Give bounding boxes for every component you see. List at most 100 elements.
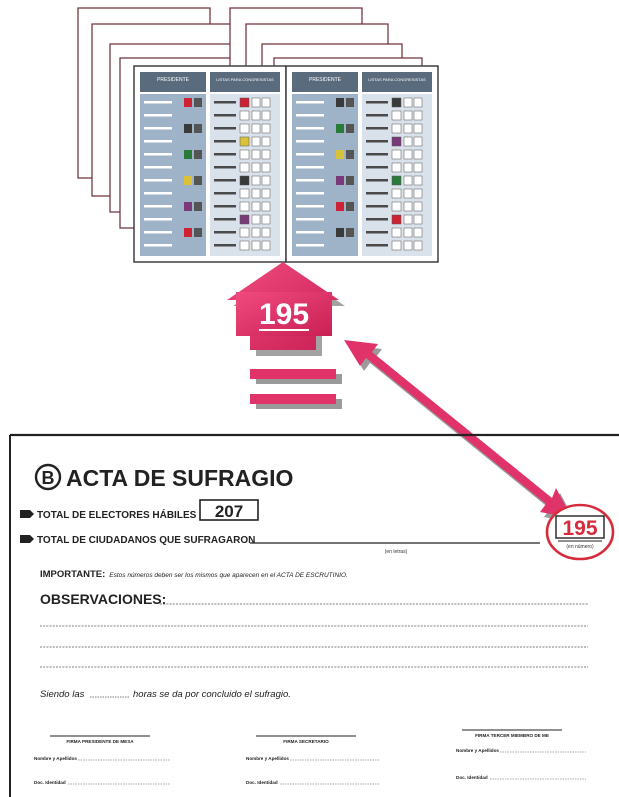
party-logo-icon	[184, 176, 192, 185]
preference-box	[251, 188, 261, 199]
ballot-row-label	[296, 218, 324, 221]
signature-doc-label-2: Doc. Identidad	[246, 780, 278, 785]
ballot-row-label	[366, 179, 388, 182]
list-logo-icon	[239, 97, 250, 108]
party-logo-icon	[336, 176, 344, 185]
ballot-row-label	[366, 231, 388, 234]
preference-box	[413, 123, 423, 134]
ballot-row-label	[366, 205, 388, 208]
preference-box	[413, 97, 423, 108]
candidate-photo-icon	[194, 228, 202, 237]
list-logo-icon	[391, 136, 402, 147]
party-logo-icon	[184, 98, 192, 107]
candidate-photo-icon	[194, 150, 202, 159]
ballot-row-label	[214, 153, 236, 156]
party-logo-icon	[184, 124, 192, 133]
candidate-photo-icon	[346, 202, 354, 211]
list-logo-icon	[239, 188, 250, 199]
importante-text: Estos números deben ser los mismos que a…	[109, 572, 348, 579]
ballot-header-left-2: PRESIDENTE	[309, 77, 342, 83]
ballot-row-label	[144, 244, 172, 247]
preference-box	[261, 136, 271, 147]
preference-box	[413, 110, 423, 121]
preference-box	[403, 188, 413, 199]
preference-box	[261, 214, 271, 225]
candidate-photo-icon	[194, 176, 202, 185]
ballot-row-label	[144, 114, 172, 117]
section-badge	[34, 463, 62, 491]
preference-box	[251, 227, 261, 238]
electores-value: 207	[215, 502, 243, 521]
arrow-bullet-icon-2	[20, 535, 34, 543]
electores-box	[199, 499, 259, 521]
preference-box	[251, 175, 261, 186]
party-logo-icon	[336, 228, 344, 237]
ballot-row-label	[214, 205, 236, 208]
signature-title-2: FIRMA SECRETARIO	[283, 739, 329, 744]
signature-name-label-2: Nombre y Apellidos	[246, 756, 289, 761]
preference-box	[251, 201, 261, 212]
preference-box	[261, 162, 271, 173]
preference-box	[413, 136, 423, 147]
ballot-row-label	[296, 244, 324, 247]
ballot-header-right-2: LISTAS PARA CONGRESISTAS	[368, 77, 426, 82]
list-logo-icon	[391, 123, 402, 134]
acta-title: ACTA DE SUFRAGIO	[66, 465, 293, 491]
party-logo-icon	[336, 124, 344, 133]
signature-name-label-1: Nombre y Apellidos	[34, 756, 77, 761]
ballot-row-label	[366, 244, 388, 247]
preference-box	[261, 201, 271, 212]
party-logo-icon	[336, 98, 344, 107]
candidate-photo-icon	[194, 124, 202, 133]
equals-icon	[250, 369, 342, 409]
list-logo-icon	[239, 227, 250, 238]
preference-box	[403, 214, 413, 225]
candidate-photo-icon	[346, 98, 354, 107]
ballot-row-label	[296, 166, 324, 169]
ballot-row-label	[366, 101, 388, 104]
preference-box	[261, 97, 271, 108]
list-logo-icon	[391, 149, 402, 160]
party-logo-icon	[184, 228, 192, 237]
en-numeros-caption: (en número)	[566, 544, 594, 550]
ballot-row-label	[144, 231, 172, 234]
preference-box	[413, 240, 423, 251]
ballot-row-label	[144, 140, 172, 143]
candidate-photo-icon	[346, 228, 354, 237]
preference-box	[251, 136, 261, 147]
ciudadanos-value: 195	[562, 517, 597, 540]
signature-name-label-3: Nombre y Apellidos	[456, 748, 499, 753]
candidate-photo-icon	[346, 176, 354, 185]
electores-label: TOTAL DE ELECTORES HÁBILES	[37, 508, 197, 521]
list-logo-icon	[239, 110, 250, 121]
preference-box	[251, 240, 261, 251]
preference-box	[403, 136, 413, 147]
list-logo-icon	[239, 162, 250, 173]
preference-box	[413, 201, 423, 212]
ballot-row-label	[296, 179, 324, 182]
list-logo-icon	[391, 97, 402, 108]
preference-box	[251, 123, 261, 134]
list-logo-icon	[239, 175, 250, 186]
preference-box	[251, 110, 261, 121]
count-arrow: 195	[227, 262, 345, 356]
ballot-stack-icon: PRESIDENTE LISTAS PARA CONGRESISTAS PRES…	[77, 7, 439, 263]
ballot-row-label	[144, 101, 172, 104]
preference-box	[251, 162, 261, 173]
list-logo-icon	[391, 110, 402, 121]
preference-box	[261, 123, 271, 134]
preference-box	[413, 214, 423, 225]
list-logo-icon	[391, 227, 402, 238]
preference-box	[413, 175, 423, 186]
ballot-row-label	[214, 166, 236, 169]
ballot-row-label	[296, 205, 324, 208]
signature-block-2: FIRMA SECRETARIO Nombre y Apellidos Doc.…	[246, 735, 380, 785]
ballot-row-label	[366, 140, 388, 143]
party-logo-icon	[336, 150, 344, 159]
preference-box	[403, 227, 413, 238]
ciudadanos-label: TOTAL DE CIUDADANOS QUE SUFRAGARON	[37, 535, 255, 546]
ballot-header-left: PRESIDENTE	[157, 77, 190, 83]
ballot-header-right: LISTAS PARA CONGRESISTAS	[216, 77, 274, 82]
preference-box	[403, 110, 413, 121]
ballot-row-label	[366, 127, 388, 130]
